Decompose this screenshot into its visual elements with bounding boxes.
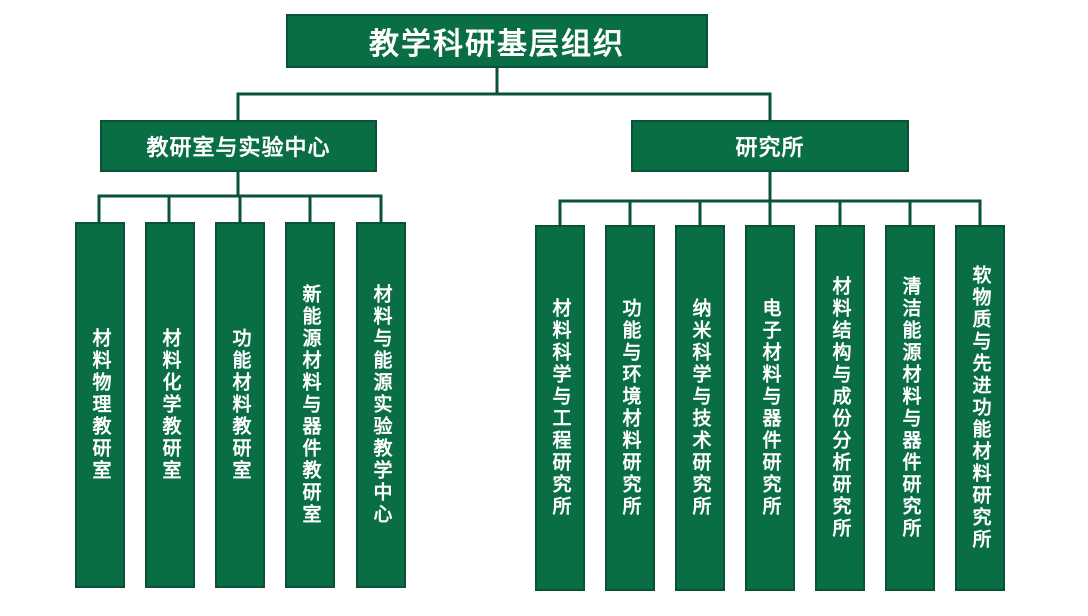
leaf-node-environment-institute: 功能与环境材料研究所 xyxy=(605,225,655,591)
group-node-label: 研究所 xyxy=(735,136,805,161)
leaf-node-label: 功能材料教研室 xyxy=(229,328,252,482)
leaf-node-nano-institute: 纳米科学与技术研究所 xyxy=(675,225,725,591)
leaf-node-label: 材料物理教研室 xyxy=(89,328,112,482)
root-node-label: 教学科研基层组织 xyxy=(369,27,625,62)
leaf-node-label: 材料科学与工程研究所 xyxy=(549,298,572,518)
group-node-institutes: 研究所 xyxy=(631,120,909,172)
leaf-node-experiment-center: 材料与能源实验教学中心 xyxy=(356,222,406,588)
leaf-node-analysis-institute: 材料结构与成份分析研究所 xyxy=(815,225,865,591)
leaf-node-label: 材料化学教研室 xyxy=(159,328,182,482)
leaf-node-materials-physics: 材料物理教研室 xyxy=(75,222,125,588)
leaf-node-label: 清洁能源材料与器件研究所 xyxy=(899,276,922,540)
leaf-node-electronic-institute: 电子材料与器件研究所 xyxy=(745,225,795,591)
leaf-node-label: 功能与环境材料研究所 xyxy=(619,298,642,518)
group-node-label: 教研室与实验中心 xyxy=(146,136,331,161)
leaf-node-new-energy-materials: 新能源材料与器件教研室 xyxy=(285,222,335,588)
leaf-node-materials-chemistry: 材料化学教研室 xyxy=(145,222,195,588)
leaf-node-label: 材料与能源实验教学中心 xyxy=(370,284,393,526)
leaf-node-label: 电子材料与器件研究所 xyxy=(759,298,782,518)
leaf-node-clean-energy-institute: 清洁能源材料与器件研究所 xyxy=(885,225,935,591)
leaf-node-functional-materials: 功能材料教研室 xyxy=(215,222,265,588)
root-node: 教学科研基层组织 xyxy=(286,14,708,68)
leaf-node-label: 材料结构与成份分析研究所 xyxy=(829,276,852,540)
leaf-node-label: 新能源材料与器件教研室 xyxy=(299,284,322,526)
group-node-teaching: 教研室与实验中心 xyxy=(100,120,377,172)
leaf-node-label: 纳米科学与技术研究所 xyxy=(689,298,712,518)
leaf-node-mse-institute: 材料科学与工程研究所 xyxy=(535,225,585,591)
leaf-node-soft-matter-institute: 软物质与先进功能材料研究所 xyxy=(955,225,1005,591)
leaf-node-label: 软物质与先进功能材料研究所 xyxy=(969,265,992,551)
